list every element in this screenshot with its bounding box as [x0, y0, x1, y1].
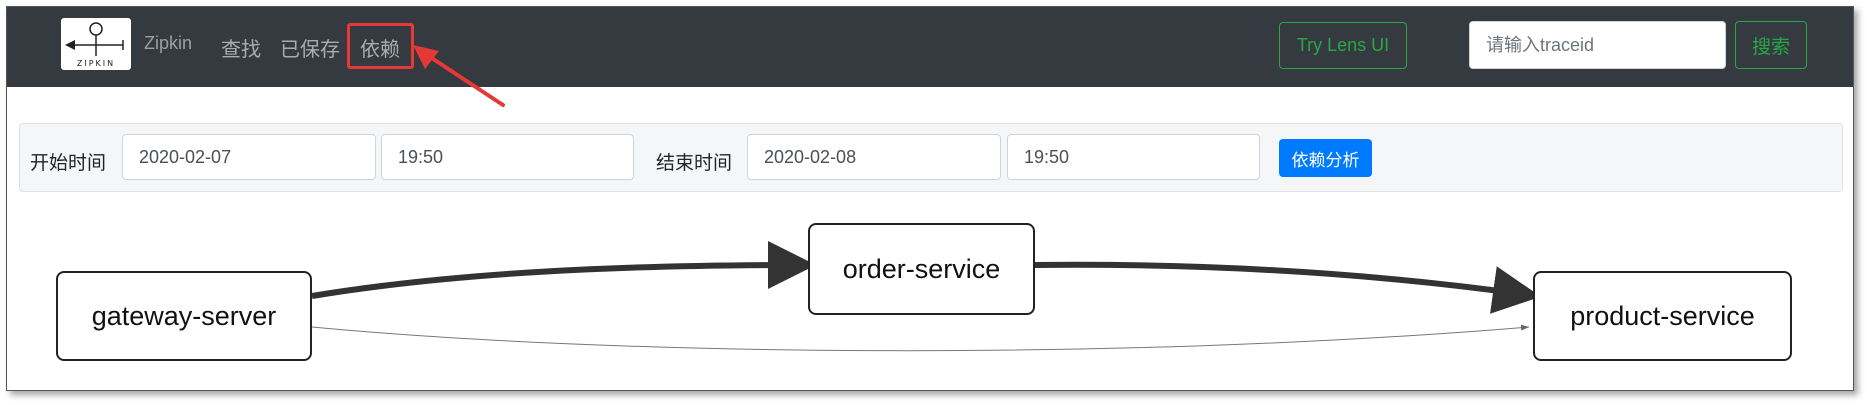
- nav-item-find[interactable]: 查找: [221, 39, 261, 61]
- analyze-dependencies-button[interactable]: 依赖分析: [1279, 139, 1372, 177]
- end-time-label: 结束时间: [656, 153, 733, 174]
- nav-item-saved[interactable]: 已保存: [280, 39, 340, 61]
- graph-node-gateway-server[interactable]: gateway-server: [56, 271, 312, 361]
- end-date-input[interactable]: [747, 134, 1001, 180]
- search-button[interactable]: 搜索: [1735, 21, 1807, 69]
- nav-item-dependencies[interactable]: 依赖: [360, 39, 400, 61]
- dependency-filter-bar: 开始时间 结束时间 依赖分析: [19, 123, 1843, 192]
- edge-gateway-to-product: [311, 324, 1530, 352]
- app-window: ZIPKIN Zipkin 查找 已保存 依赖 Try Lens UI 搜索 开…: [6, 6, 1854, 391]
- start-time-label: 开始时间: [30, 153, 107, 174]
- end-time-input[interactable]: [1007, 134, 1260, 180]
- try-lens-ui-button[interactable]: Try Lens UI: [1279, 22, 1407, 69]
- annotation-arrow-icon: [413, 45, 505, 107]
- logo-text: ZIPKIN: [76, 59, 116, 68]
- graph-node-product-service[interactable]: product-service: [1533, 271, 1792, 361]
- brand-name[interactable]: Zipkin: [144, 33, 193, 53]
- zipkin-logo[interactable]: ZIPKIN: [61, 18, 131, 70]
- start-date-input[interactable]: [122, 134, 376, 180]
- edge-order-to-product: [1034, 261, 1541, 314]
- graph-node-order-service[interactable]: order-service: [808, 223, 1035, 315]
- traceid-search-input[interactable]: [1469, 21, 1726, 69]
- annotation-highlight-box: [347, 23, 414, 69]
- zipkin-logo-icon: [65, 22, 124, 56]
- edge-gateway-to-order: [311, 241, 816, 299]
- start-time-input[interactable]: [381, 134, 634, 180]
- top-navbar: ZIPKIN Zipkin 查找 已保存 依赖 Try Lens UI 搜索: [7, 7, 1853, 87]
